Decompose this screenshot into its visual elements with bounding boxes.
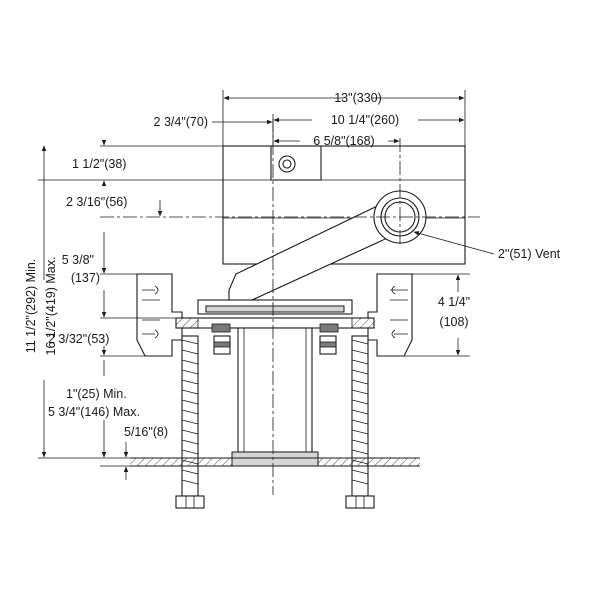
dim-clamp-height: 2 3/32"(53)	[48, 332, 109, 346]
dim-right-height-a: 4 1/4"	[438, 295, 470, 309]
dim-adjust-min: 1"(25) Min.	[66, 387, 127, 401]
center-pipe	[231, 327, 319, 467]
callout-vent: 2"(51) Vent	[498, 247, 561, 261]
dim-vent-offset: 10 1/4"(260)	[331, 113, 399, 127]
floor-slab	[130, 457, 420, 467]
left-bracket	[136, 273, 183, 357]
center-lines	[100, 118, 480, 495]
dim-vent-height: 2 3/16"(56)	[66, 195, 127, 209]
dim-top-height: 1 1/2"(38)	[72, 157, 126, 171]
dim-mid-offset: 6 5/8"(168)	[313, 134, 374, 148]
dim-floor-thickness: 5/16"(8)	[124, 425, 168, 439]
dim-bracket-height-a: 5 3/8"	[62, 253, 94, 267]
dim-left-offset: 2 3/4"(70)	[154, 115, 208, 129]
dim-overall-min: 11 1/2"(292) Min.	[24, 259, 38, 354]
dim-right-height-b: (108)	[439, 315, 468, 329]
left-rod	[175, 335, 205, 509]
dim-adjust-max: 5 3/4"(146) Max.	[48, 405, 140, 419]
dim-bracket-height-b: (137)	[71, 271, 100, 285]
dim-overall-width: 13"(330)	[334, 91, 382, 105]
flange-assembly	[175, 299, 375, 355]
right-bracket	[367, 273, 413, 357]
right-rod	[345, 335, 375, 509]
dimension-lines	[38, 90, 495, 480]
dim-overall-max: 16 1/2"(419) Max.	[44, 257, 58, 356]
